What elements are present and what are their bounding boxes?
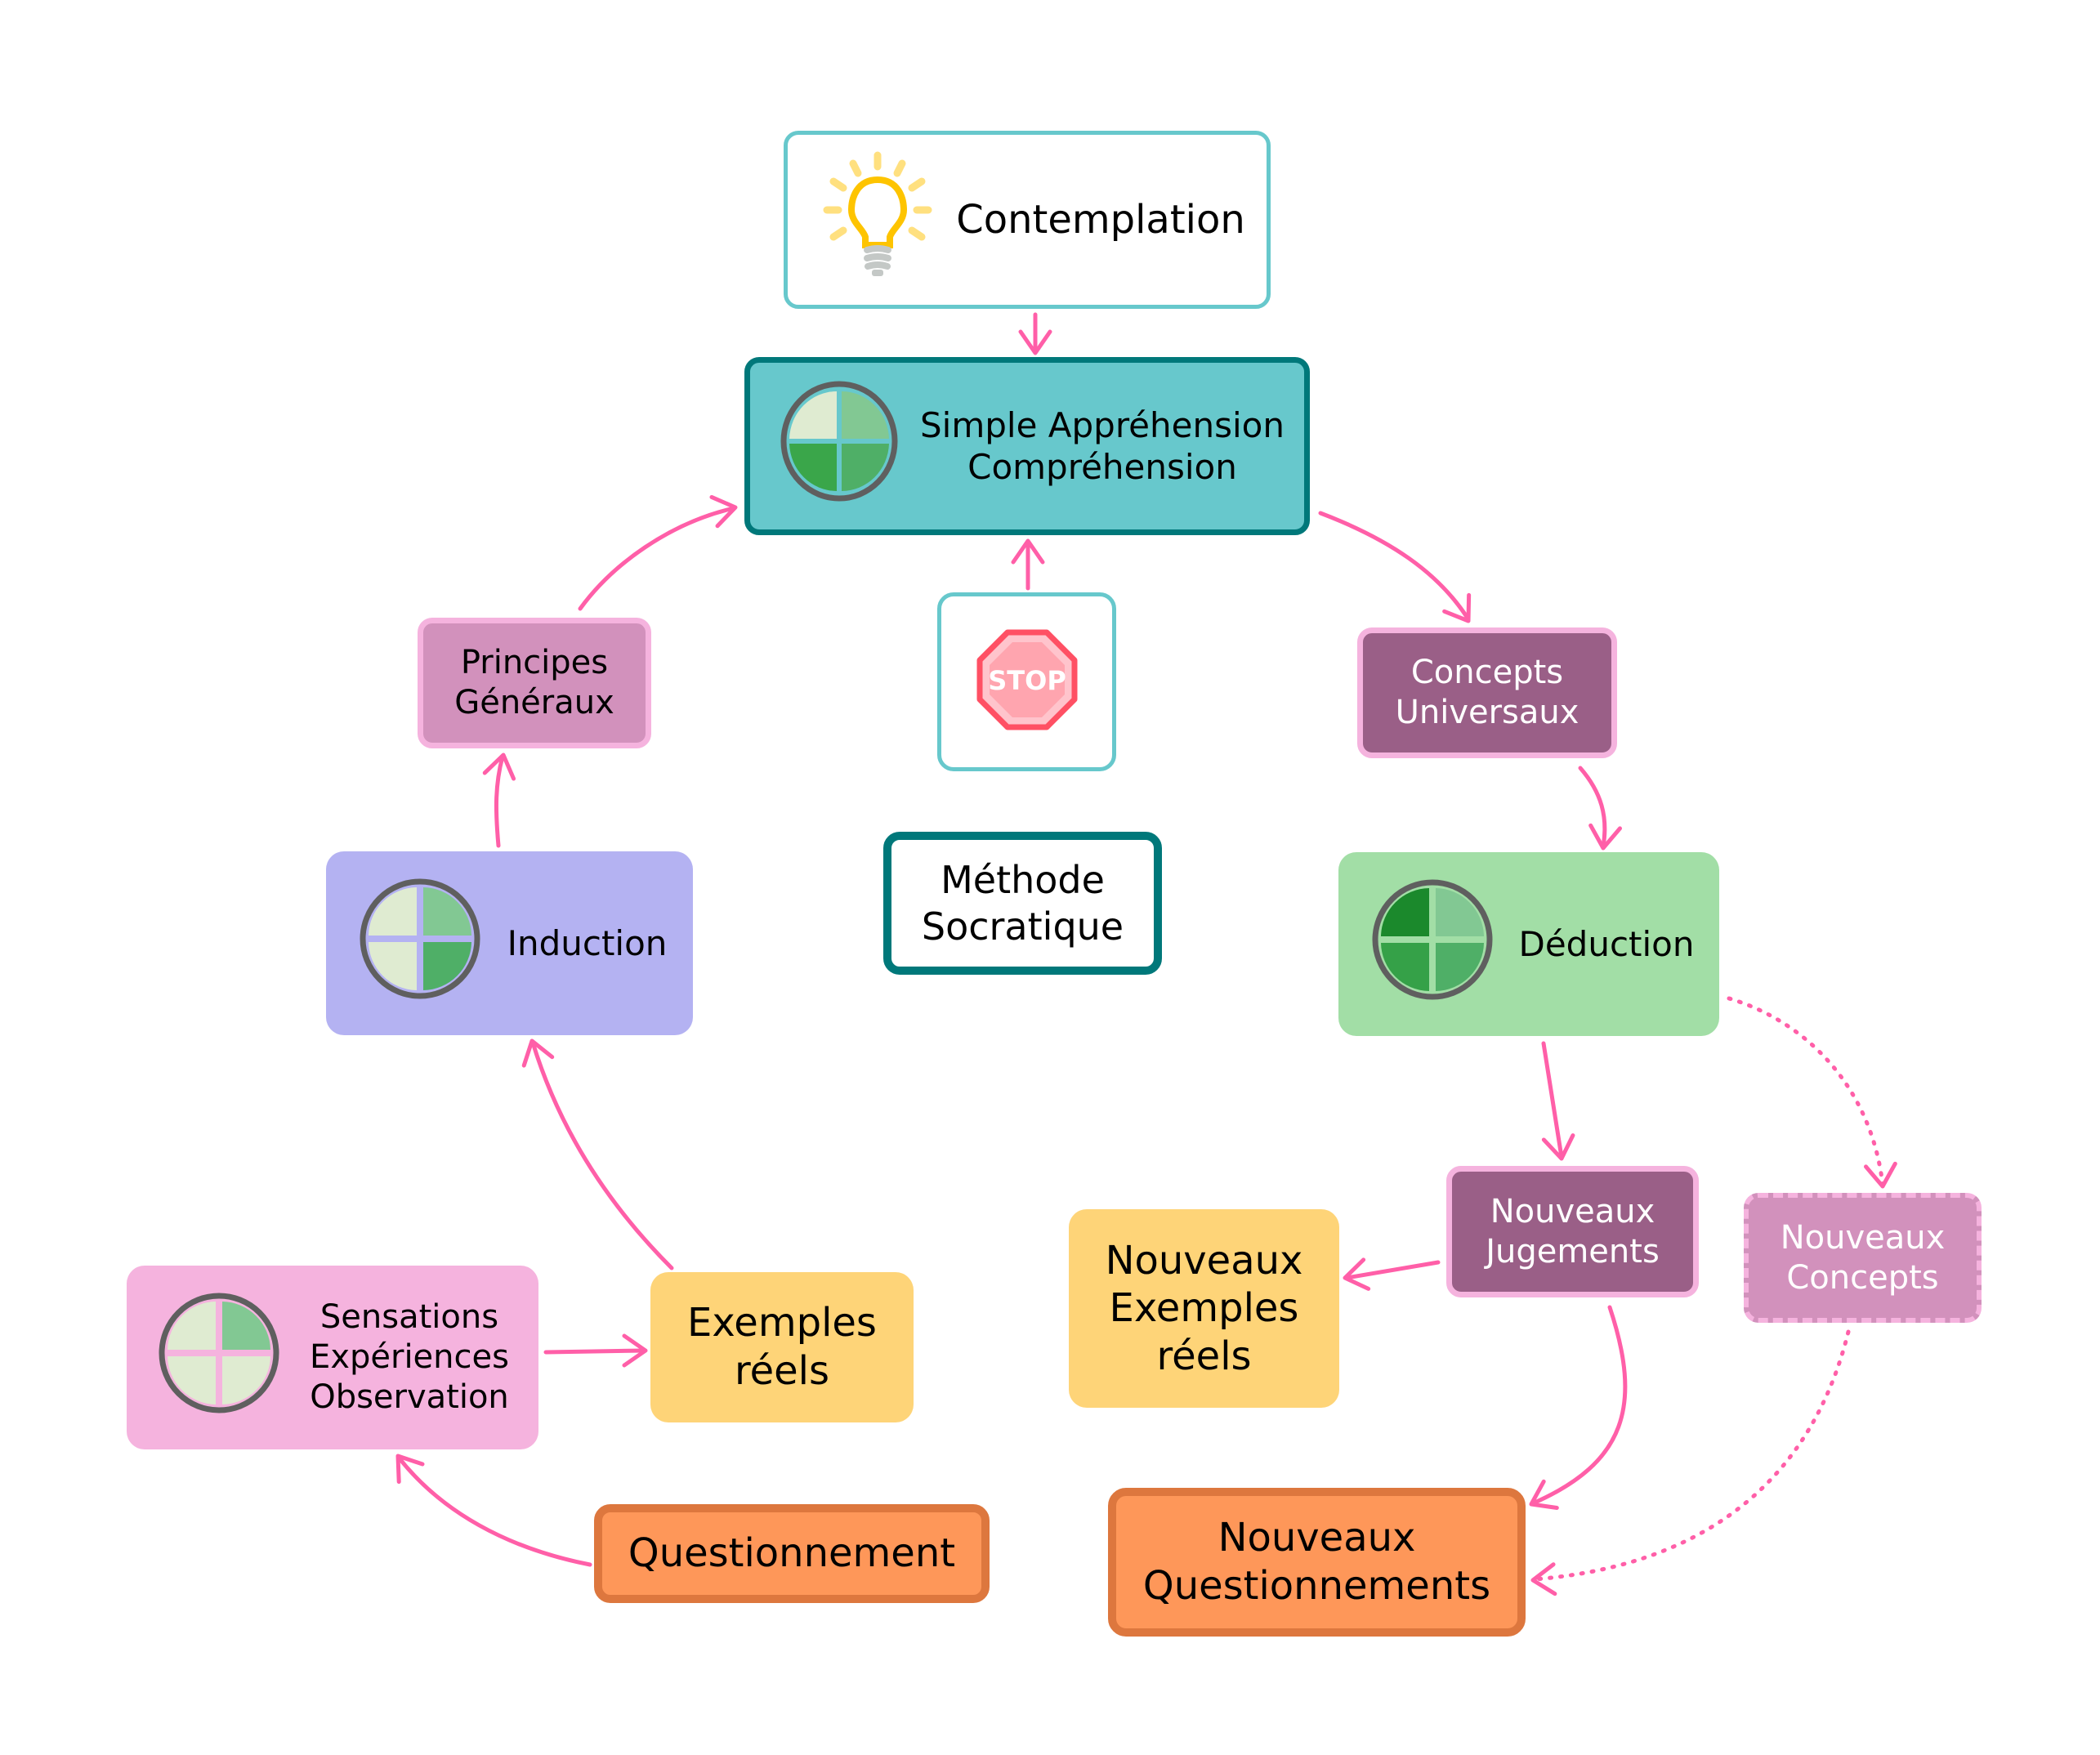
arrowhead bbox=[1864, 1161, 1897, 1189]
lightbulb-icon bbox=[820, 149, 935, 291]
node-principes-generaux[interactable]: Principes Généraux bbox=[418, 618, 651, 748]
edge-deduction-to-nouveaux-jugements bbox=[1541, 1041, 1564, 1159]
node-sensations[interactable]: Sensations Expériences Observation bbox=[127, 1266, 538, 1449]
arrowhead bbox=[1343, 1257, 1371, 1291]
edge-concepts-universaux-to-deduction bbox=[1578, 766, 1607, 849]
node-label: Contemplation bbox=[956, 196, 1245, 243]
arrowhead bbox=[1442, 592, 1472, 623]
node-nouveaux-exemples-reels[interactable]: Nouveaux Exemples réels bbox=[1069, 1209, 1339, 1408]
arrowhead bbox=[1541, 1133, 1575, 1161]
edge-induction-to-principes bbox=[494, 754, 505, 848]
edge-nouveaux-jugements-to-nouveaux-exemples bbox=[1344, 1260, 1441, 1280]
arrowhead bbox=[1588, 823, 1622, 851]
node-label: Nouveaux Exemples réels bbox=[1105, 1237, 1303, 1379]
node-nouveaux-jugements[interactable]: Nouveaux Jugements bbox=[1446, 1166, 1699, 1297]
pie-progress-icon bbox=[158, 1292, 280, 1424]
edge-questionnement-to-sensations bbox=[396, 1455, 592, 1567]
node-label: Sensations Expériences Observation bbox=[310, 1298, 509, 1416]
edge-sensations-to-exemples-reels bbox=[543, 1348, 646, 1355]
pie-progress-icon bbox=[1371, 878, 1494, 1010]
node-label: Simple Appréhension Compréhension bbox=[920, 404, 1285, 487]
arrowhead bbox=[1529, 1479, 1559, 1510]
node-questionnement[interactable]: Questionnement bbox=[594, 1504, 990, 1603]
edge-deduction-to-nouveaux-concepts bbox=[1727, 996, 1885, 1187]
edge-nouveaux-concepts-to-nouveaux-questionnements bbox=[1532, 1329, 1851, 1582]
node-label: Questionnement bbox=[628, 1530, 956, 1577]
node-nouveaux-questionnements[interactable]: Nouveaux Questionnements bbox=[1108, 1488, 1526, 1637]
node-label: Nouveaux Jugements bbox=[1486, 1192, 1660, 1270]
pie-progress-icon bbox=[359, 878, 481, 1009]
node-simple-apprehension[interactable]: Simple Appréhension Compréhension bbox=[744, 357, 1310, 535]
edge-simple-apprehension-to-concepts-universaux bbox=[1318, 511, 1471, 622]
node-label: Exemples réels bbox=[687, 1300, 877, 1394]
node-label: Méthode Socratique bbox=[921, 858, 1124, 949]
arrowhead bbox=[1018, 329, 1052, 355]
node-label: Concepts Universaux bbox=[1395, 654, 1579, 731]
edge-exemples-reels-to-induction bbox=[530, 1040, 674, 1270]
edge-nouveaux-jugements-to-nouveaux-questionnements bbox=[1530, 1305, 1628, 1506]
node-induction[interactable]: Induction bbox=[326, 851, 693, 1035]
pie-progress-icon bbox=[778, 380, 900, 511]
node-label: Déduction bbox=[1518, 923, 1695, 964]
node-deduction[interactable]: Déduction bbox=[1338, 852, 1719, 1036]
node-methode-socratique[interactable]: Méthode Socratique bbox=[883, 832, 1162, 975]
node-label: Nouveaux Questionnements bbox=[1142, 1515, 1491, 1609]
stop-text: STOP bbox=[988, 665, 1066, 696]
node-label: Principes Généraux bbox=[454, 644, 614, 721]
node-exemples-reels[interactable]: Exemples réels bbox=[650, 1272, 914, 1422]
arrowhead bbox=[709, 494, 738, 529]
arrowhead bbox=[1530, 1562, 1557, 1596]
edge-principes-to-simple-apprehension bbox=[578, 506, 736, 611]
node-label: Nouveaux Concepts bbox=[1780, 1218, 1946, 1297]
arrowhead bbox=[1011, 538, 1045, 565]
node-nouveaux-concepts[interactable]: Nouveaux Concepts bbox=[1744, 1193, 1982, 1323]
node-stop[interactable]: STOP bbox=[937, 592, 1116, 771]
arrowhead bbox=[395, 1454, 425, 1485]
node-concepts-universaux[interactable]: Concepts Universaux bbox=[1357, 627, 1617, 758]
node-contemplation[interactable]: Contemplation bbox=[784, 131, 1271, 309]
stop-sign-icon: STOP bbox=[976, 629, 1078, 735]
node-label: Induction bbox=[507, 922, 668, 963]
arrowhead bbox=[622, 1333, 648, 1368]
arrowhead bbox=[521, 1038, 555, 1068]
arrowhead bbox=[482, 752, 516, 781]
